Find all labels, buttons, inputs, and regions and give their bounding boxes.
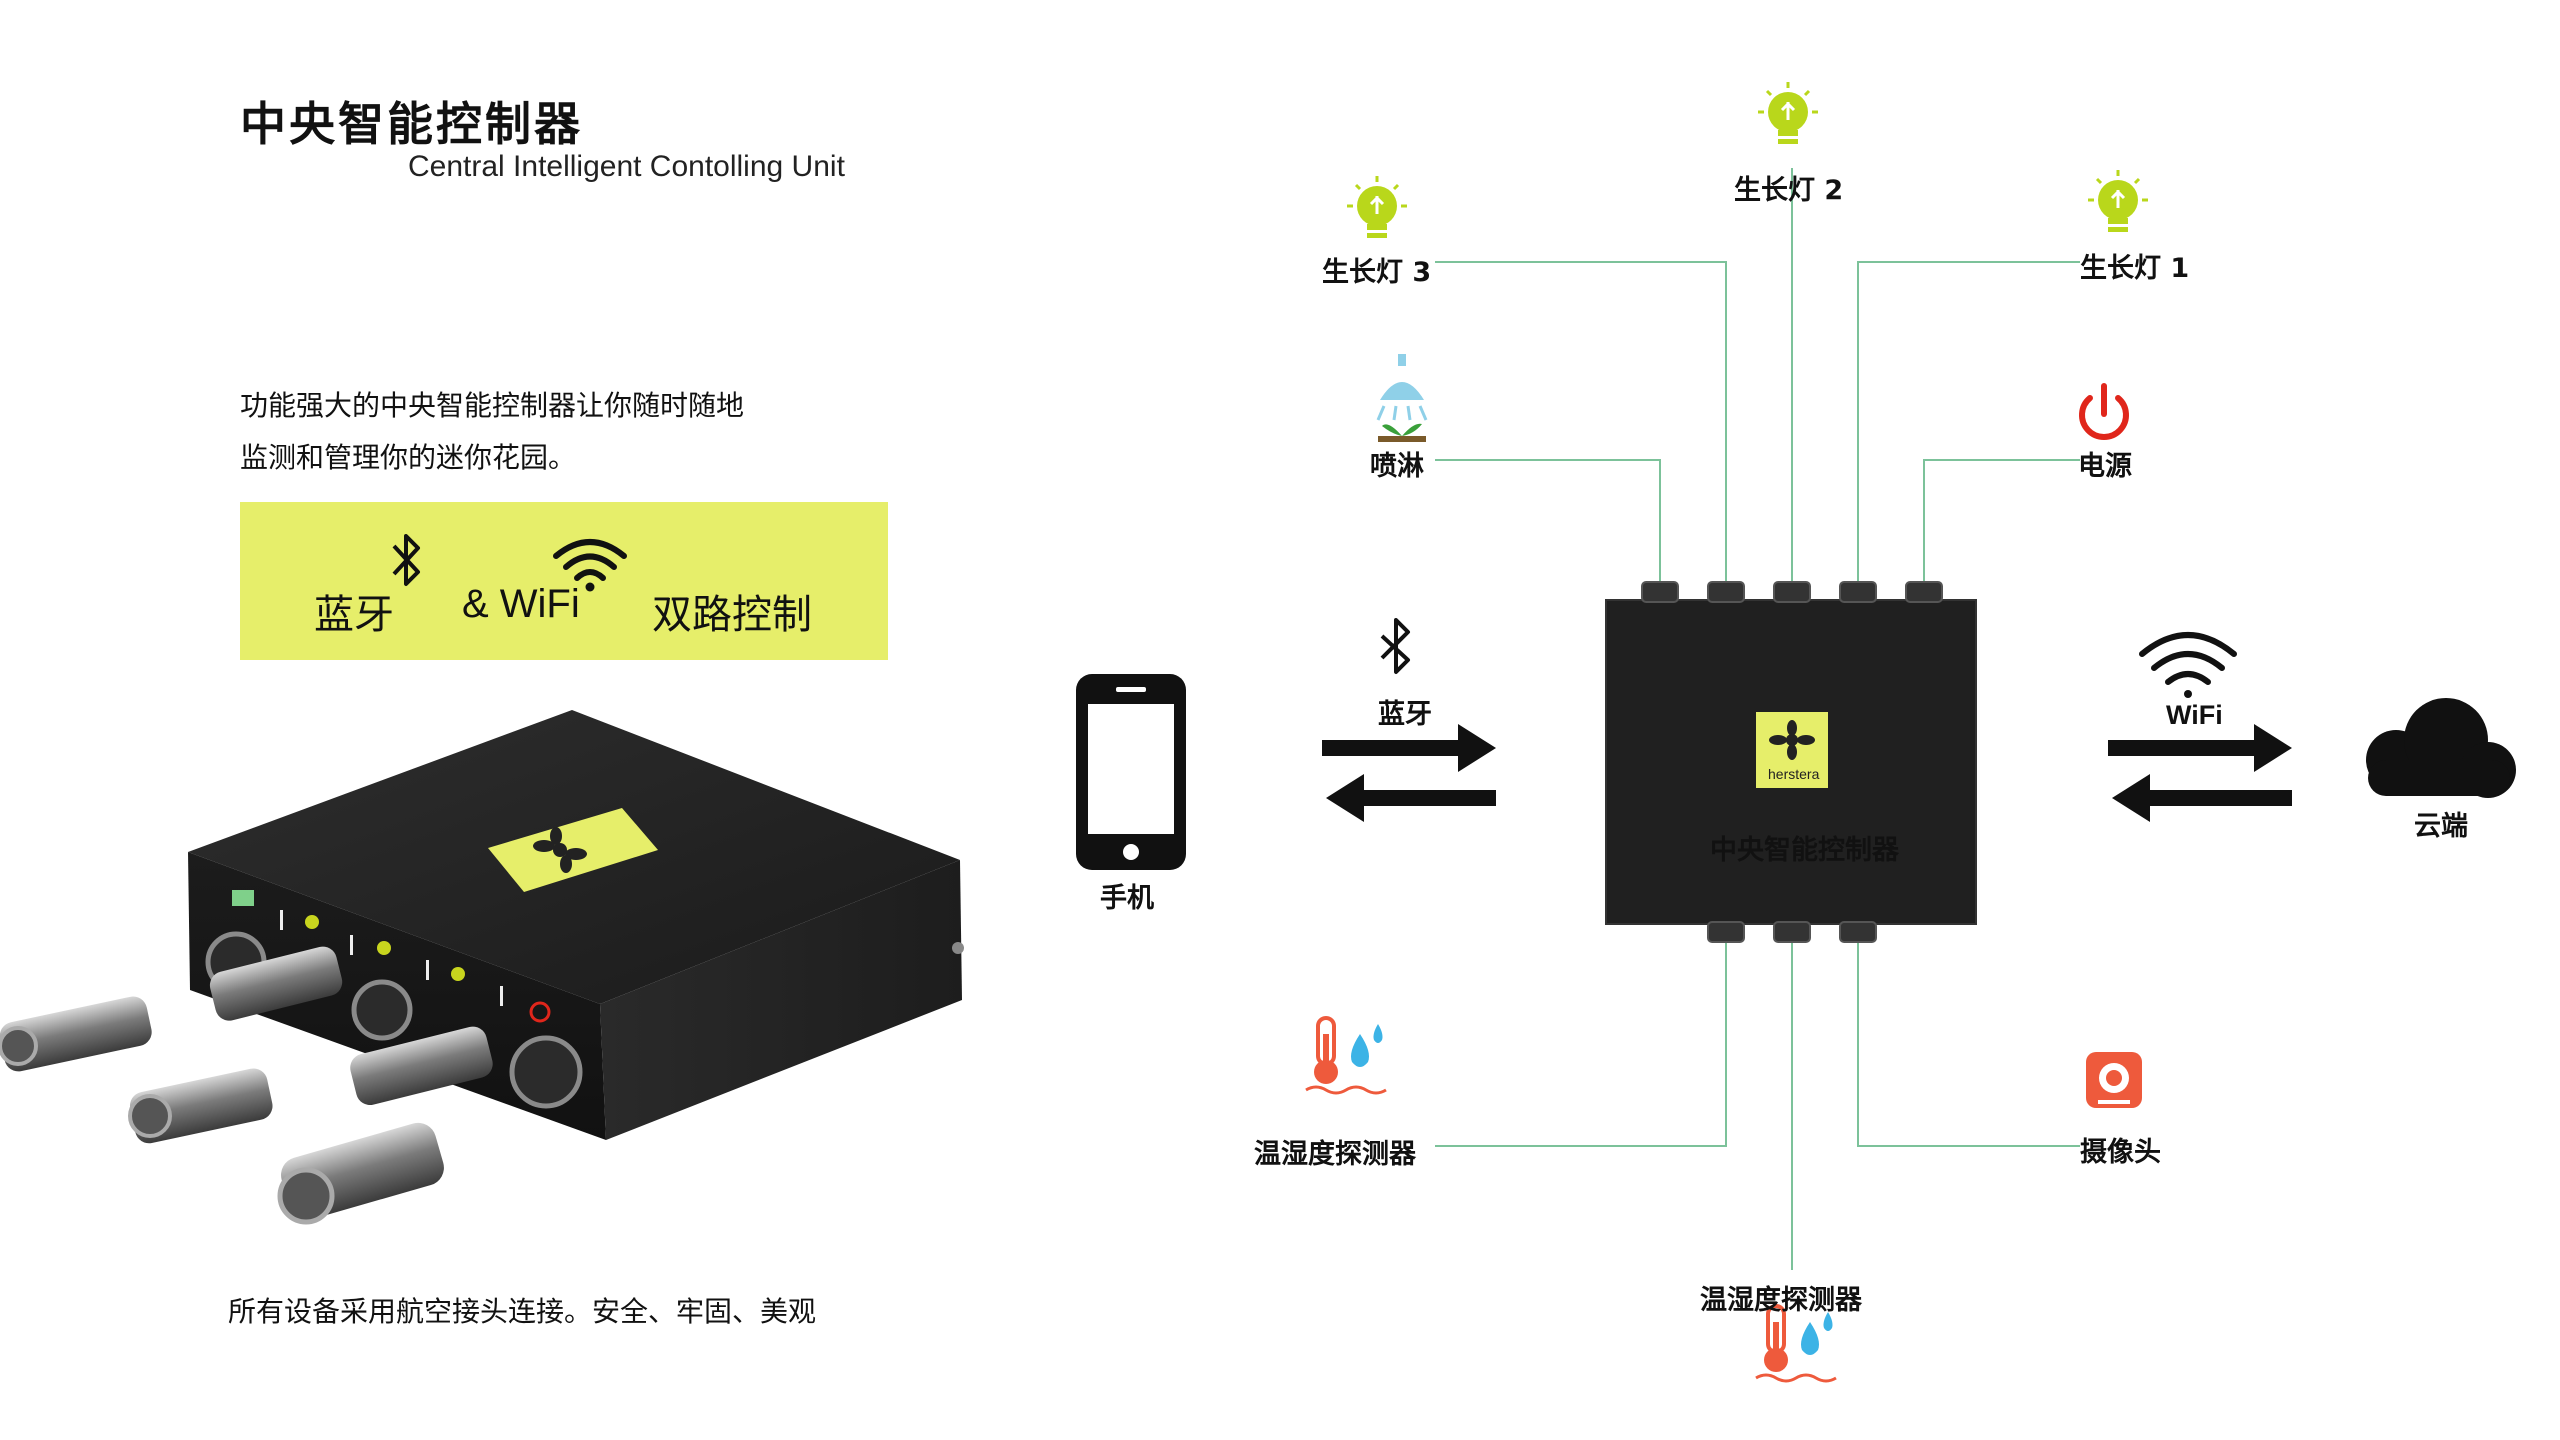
feature-banner: 蓝牙 & WiFi 双路控制 (240, 502, 888, 660)
page-subtitle: Central Intelligent Contolling Unit (408, 150, 845, 183)
power-icon (2079, 383, 2129, 440)
intro-line-1: 功能强大的中央智能控制器让你随时随地 (240, 389, 745, 422)
grow-light-1-icon (2088, 170, 2148, 232)
camera-label: 摄像头 (2080, 1137, 2161, 1168)
page-title: 中央智能控制器 (240, 97, 583, 151)
th-sensor-left-label: 温湿度探测器 (1254, 1139, 1416, 1170)
phone-icon (1076, 674, 1186, 870)
banner-bluetooth-label: 蓝牙 (314, 592, 394, 638)
connection-lines (1435, 168, 2080, 1270)
grow-light-1-label: 生长灯 1 (2080, 253, 2190, 284)
cloud-icon (2366, 698, 2516, 798)
controller-box (1605, 581, 1977, 943)
th-sensor-bottom-label: 温湿度探测器 (1700, 1285, 1862, 1316)
wifi-diagram-icon (2139, 632, 2237, 698)
bluetooth-arrows-icon (1322, 724, 1496, 822)
bluetooth-diagram-label: 蓝牙 (1378, 699, 1432, 730)
camera-icon (2086, 1052, 2142, 1108)
cloud-label: 云端 (2414, 811, 2468, 842)
wifi-arrows-icon (2108, 724, 2292, 822)
power-label: 电源 (2078, 451, 2132, 482)
controller-label: 中央智能控制器 (1710, 835, 1899, 866)
sprinkler-icon (1376, 354, 1428, 442)
grow-light-2-icon (1758, 82, 1818, 144)
banner-dual-control-label: 双路控制 (652, 592, 812, 638)
bluetooth-icon (392, 534, 420, 586)
temperature-humidity-sensor-left-icon (1305, 1016, 1387, 1095)
grow-light-3-label: 生长灯 3 (1322, 257, 1432, 288)
brand-label: herstera (1768, 766, 1820, 782)
bluetooth-diagram-icon (1380, 618, 1410, 674)
wifi-icon (553, 539, 627, 592)
intro-line-2: 监测和管理你的迷你花园。 (240, 441, 577, 474)
temperature-humidity-sensor-bottom-icon (1755, 1304, 1837, 1383)
wifi-diagram-label: WiFi (2166, 700, 2223, 730)
footer-note: 所有设备采用航空接头连接。安全、牢固、美观 (228, 1295, 817, 1328)
phone-label: 手机 (1100, 883, 1154, 914)
brand-flower-icon (1769, 720, 1815, 760)
grow-light-2-label: 生长灯 2 (1734, 175, 1844, 206)
grow-light-3-icon (1347, 176, 1407, 238)
sprinkler-label: 喷淋 (1370, 451, 1424, 482)
product-flower-logo (533, 827, 587, 873)
banner-wifi-label: & WiFi (462, 582, 580, 626)
